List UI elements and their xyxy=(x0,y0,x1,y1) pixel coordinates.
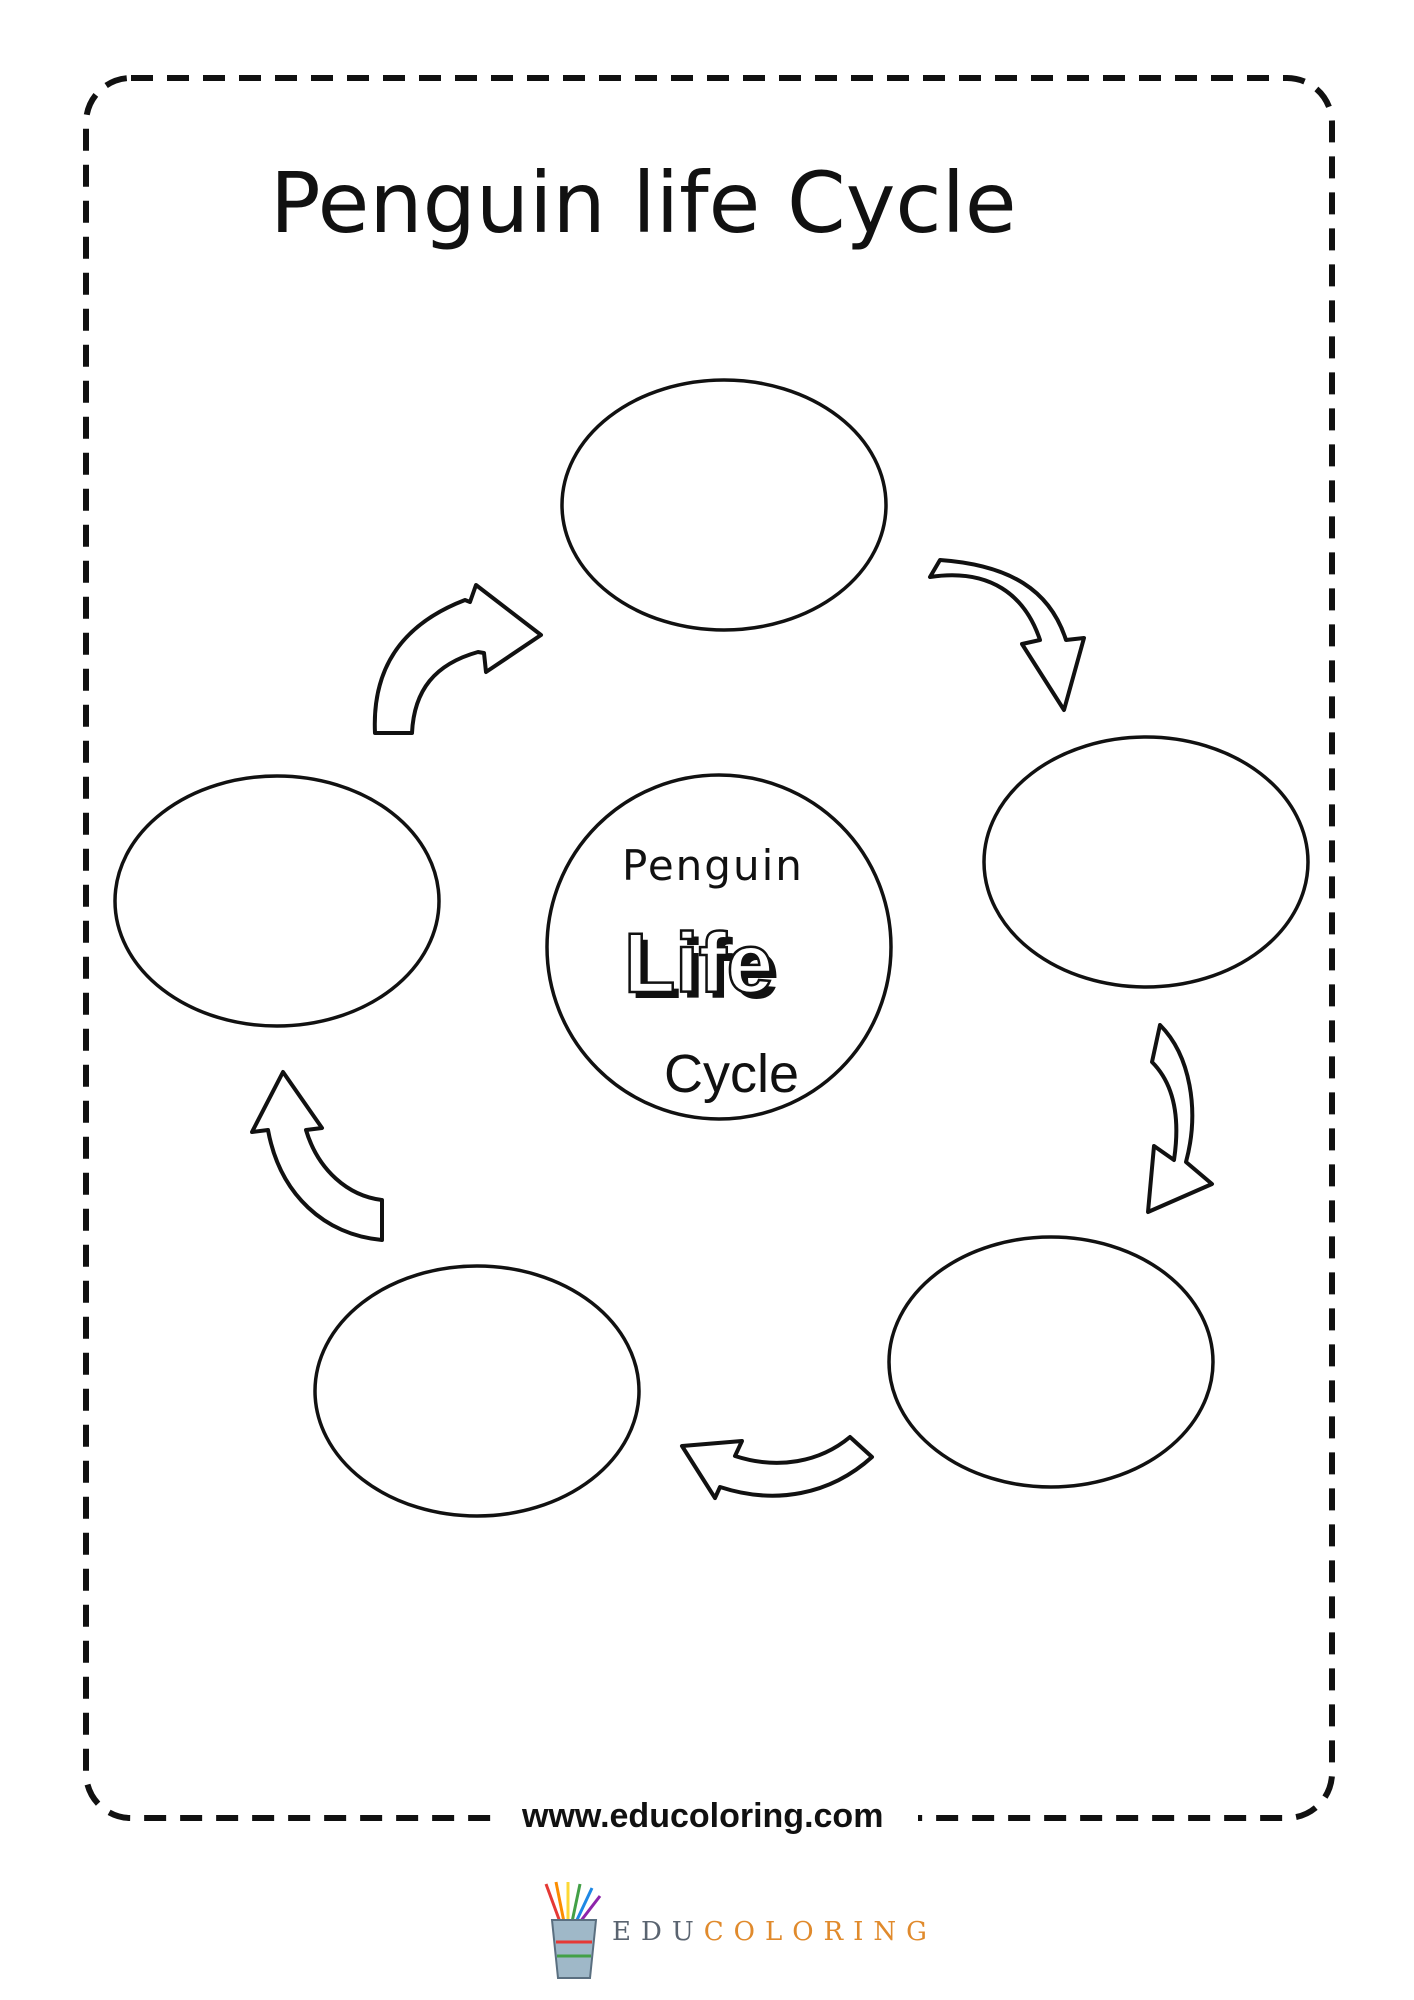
stage-oval-left[interactable] xyxy=(113,774,441,1028)
center-circle xyxy=(545,773,893,1121)
brand-wordmark: EDUCOLORING xyxy=(612,1917,937,1947)
arrow-icon-top-to-right xyxy=(928,558,1086,712)
url-gap xyxy=(498,1800,918,1836)
dashed-border xyxy=(83,75,1335,1821)
center-label-life-shadow: Life xyxy=(630,922,779,1016)
arrow-icon-right-to-bottom-right xyxy=(1146,1023,1214,1214)
stage-oval-bottom-right[interactable] xyxy=(887,1235,1215,1489)
footer-url[interactable]: www.educoloring.com xyxy=(521,1797,883,1835)
stage-oval-bottom-left[interactable] xyxy=(313,1264,641,1518)
center-label-life: Life xyxy=(624,916,773,1010)
cycle-arrows xyxy=(250,558,1214,1500)
pencil-cup-logo-icon xyxy=(544,1881,602,1979)
center-label-cycle: Cycle xyxy=(664,1044,799,1104)
stage-ovals xyxy=(113,378,1310,1518)
arrow-icon-left-to-top xyxy=(372,583,543,735)
stage-oval-right[interactable] xyxy=(982,735,1310,989)
page-title: Penguin life Cycle xyxy=(270,154,1017,252)
arrow-icon-bottom-right-to-bottom-left xyxy=(680,1435,874,1500)
stage-oval-top[interactable] xyxy=(560,378,888,632)
center-label-penguin: Penguin xyxy=(622,841,804,890)
arrow-icon-bottom-left-to-left xyxy=(250,1070,384,1242)
